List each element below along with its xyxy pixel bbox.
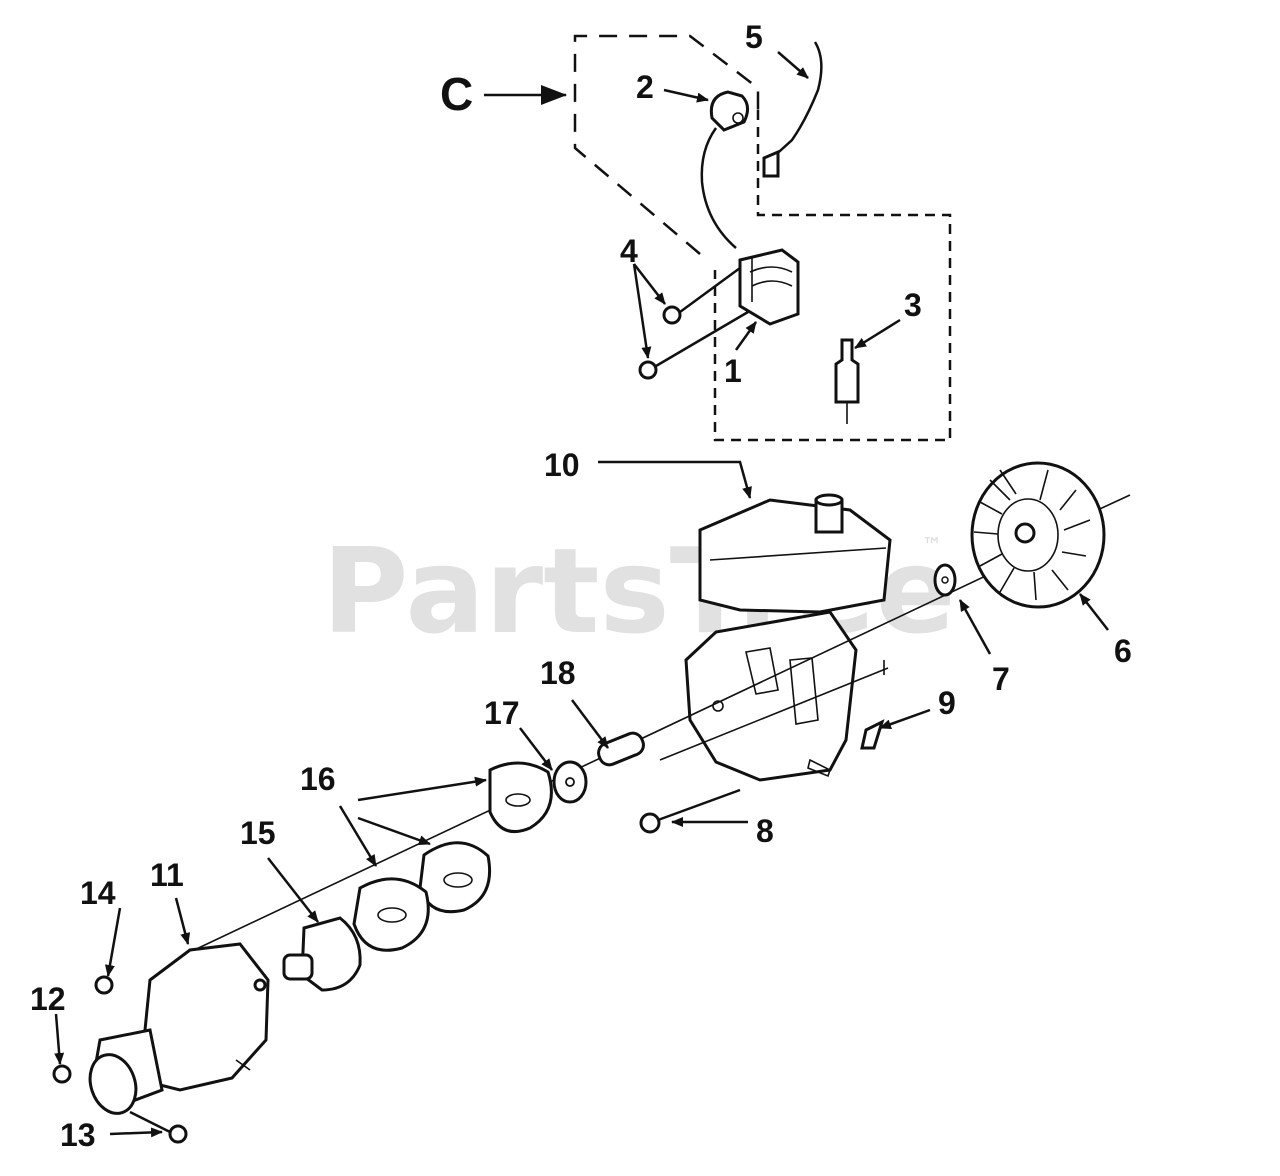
drive-plate-part — [552, 760, 588, 804]
callout-c: C — [440, 68, 567, 120]
watermark-trademark: ™ — [922, 533, 942, 557]
bolt-part — [639, 788, 741, 834]
clutch-shoes-part — [352, 761, 553, 952]
callout-17: 17 — [484, 695, 520, 731]
flywheel-part — [970, 461, 1106, 609]
callout-numbers: 2 5 4 3 1 10 6 7 9 8 18 17 16 15 11 14 1… — [30, 19, 1132, 1153]
clutch-housing-part — [88, 942, 270, 1115]
callout-7: 7 — [992, 661, 1010, 697]
spark-plug-boot-part — [700, 90, 749, 249]
callout-11: 11 — [150, 857, 184, 893]
ground-wire-part — [762, 41, 823, 178]
housing-fasteners-part — [52, 975, 188, 1144]
callout-18: 18 — [540, 655, 576, 691]
engine-block-part — [684, 610, 858, 782]
spacer-part — [597, 731, 645, 767]
fuel-tank-part — [698, 493, 892, 614]
callout-5: 5 — [745, 19, 763, 55]
callout-16: 16 — [300, 761, 336, 797]
callout-12: 12 — [30, 981, 66, 1017]
callout-c-label: C — [440, 68, 473, 120]
callout-2: 2 — [636, 69, 654, 105]
callout-1: 1 — [724, 353, 742, 389]
callout-13: 13 — [60, 1117, 96, 1153]
callout-15: 15 — [240, 815, 276, 851]
callout-10: 10 — [544, 447, 580, 483]
callout-6: 6 — [1114, 633, 1132, 669]
callout-4: 4 — [620, 233, 638, 269]
module-screws-part — [638, 266, 749, 380]
key-part — [860, 719, 885, 750]
washer-part — [933, 563, 957, 597]
ignition-module-part — [738, 248, 800, 326]
callout-3: 3 — [904, 287, 922, 323]
spark-plug-part — [834, 338, 860, 424]
callout-9: 9 — [938, 685, 956, 721]
ignition-group-outline — [573, 34, 952, 442]
clutch-drum-part — [282, 916, 362, 992]
callout-14: 14 — [80, 875, 116, 911]
leader-lines — [54, 51, 1109, 1138]
callout-8: 8 — [756, 813, 774, 849]
